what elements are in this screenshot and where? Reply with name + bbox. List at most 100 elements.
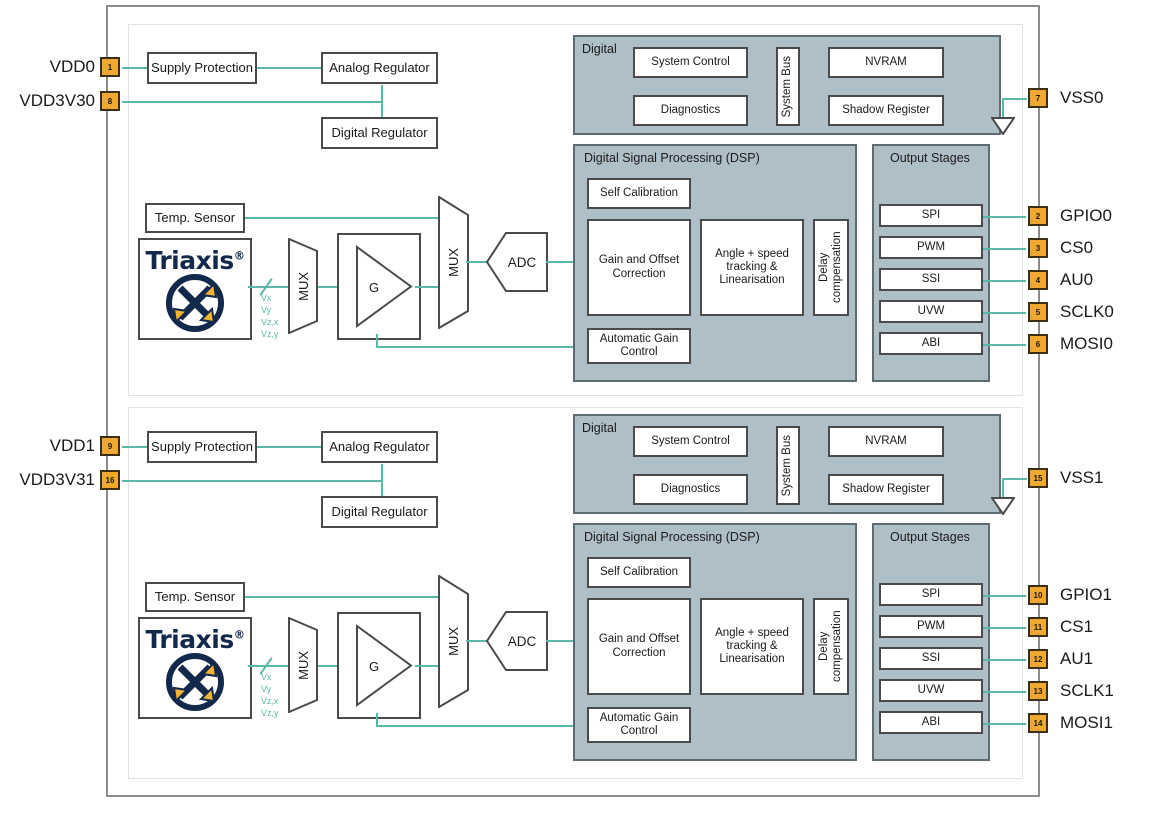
block-temp-sensor-0: Temp. Sensor	[145, 203, 245, 233]
wire-supplyprotection-analogreg-1	[257, 446, 321, 448]
block-uvw-1: UVW	[879, 679, 983, 702]
pin-label-vss1: VSS1	[1060, 468, 1104, 487]
pin-label-sclk1: SCLK1	[1060, 681, 1114, 700]
wire-amp-mux2-0	[415, 286, 442, 288]
wire-mux2-adc-1	[466, 640, 488, 642]
pin-label-au1: AU1	[1060, 649, 1094, 668]
wire-gnd-up-1	[1002, 479, 1004, 499]
group-digital-title-1: Digital	[582, 421, 617, 435]
wire-adc-dsp-1	[546, 640, 587, 642]
pin-4-au0[interactable]: 4	[1028, 270, 1048, 290]
axis-label-vy-1: Vy	[261, 684, 272, 694]
system-bus-label-0: System Bus	[781, 55, 794, 118]
pin-5-sclk0[interactable]: 5	[1028, 302, 1048, 322]
pin-10-gpio1[interactable]: 10	[1028, 585, 1048, 605]
wire-vdd1-supplyprotection	[122, 446, 147, 448]
wire-ssi-au1	[983, 659, 1026, 661]
wire-mux1-amp-1	[318, 665, 345, 667]
left-pin-rail	[106, 5, 108, 797]
pin-3-cs0[interactable]: 3	[1028, 238, 1048, 258]
block-analog-regulator-1: Analog Regulator	[321, 431, 438, 463]
wire-vdd0-supplyprotection	[122, 67, 147, 69]
pin-label-vss0: VSS0	[1060, 88, 1104, 107]
block-temp-sensor-1: Temp. Sensor	[145, 582, 245, 612]
group-dsp-title-0: Digital Signal Processing (DSP)	[584, 151, 760, 165]
axis-label-vzy-0: Vz,y	[261, 329, 279, 339]
block-spi-0: SPI	[879, 204, 983, 227]
mux-output-1: MUX	[438, 575, 469, 708]
right-pin-rail	[1038, 5, 1040, 797]
pin-1-vdd0[interactable]: 1	[100, 57, 120, 77]
pin-label-vdd3v30: VDD3V30	[19, 91, 95, 110]
axis-label-vx-1: Vx	[261, 672, 272, 682]
wire-triaxis-mux1-0	[248, 286, 291, 288]
wire-analogreg-digitalreg	[381, 85, 383, 119]
pin-2-gpio0[interactable]: 2	[1028, 206, 1048, 226]
pin-label-vdd0: VDD0	[49, 57, 95, 76]
block-angle-speed-tracking-1: Angle + speed tracking & Linearisation	[700, 598, 804, 695]
block-digital-regulator-1: Digital Regulator	[321, 496, 438, 528]
pin-13-sclk1[interactable]: 13	[1028, 681, 1048, 701]
pin-14-mosi1[interactable]: 14	[1028, 713, 1048, 733]
axis-label-vzx-1: Vz,x	[261, 696, 279, 706]
pin-label-gpio0: GPIO0	[1060, 206, 1112, 225]
amplifier-block-1: G	[337, 612, 421, 719]
pin-label-cs1: CS1	[1060, 617, 1094, 636]
pin-11-cs1[interactable]: 11	[1028, 617, 1048, 637]
block-abi-1: ABI	[879, 711, 983, 734]
block-nvram-1: NVRAM	[828, 426, 944, 457]
block-diagnostics-0: Diagnostics	[633, 95, 748, 126]
block-nvram-0: NVRAM	[828, 47, 944, 78]
pin-6-mosi0[interactable]: 6	[1028, 334, 1048, 354]
pin-9-vdd1[interactable]: 9	[100, 436, 120, 456]
wire-gnd-up-0	[1002, 99, 1004, 119]
amplifier-triangle-icon-1	[356, 624, 413, 707]
wire-gnd-to-vss-1	[1002, 478, 1027, 480]
axis-label-vy-0: Vy	[261, 305, 272, 315]
pin-7-vss0[interactable]: 7	[1028, 88, 1048, 108]
pin-15-vss1[interactable]: 15	[1028, 468, 1048, 488]
wire-amp-agc-down-1	[376, 713, 378, 727]
mux-input-label-1: MUX	[295, 650, 311, 680]
triaxis-wordmark-0: Triaxis®	[145, 246, 245, 275]
delay-compensation-label-1: Delay compensation	[817, 610, 843, 683]
block-system-bus-0: System Bus	[776, 47, 800, 126]
pin-label-au0: AU0	[1060, 270, 1094, 289]
wire-amp-agc-down-0	[376, 334, 378, 348]
block-system-control-1: System Control	[633, 426, 748, 457]
group-output-stages-title-0: Output Stages	[890, 151, 970, 165]
block-ssi-0: SSI	[879, 268, 983, 291]
wire-gnd-to-vss-0	[1002, 98, 1027, 100]
block-analog-regulator-0: Analog Regulator	[321, 52, 438, 84]
pin-8-vdd3v30[interactable]: 8	[100, 91, 120, 111]
wire-adc-dsp-0	[546, 261, 587, 263]
pin-label-gpio1: GPIO1	[1060, 585, 1112, 604]
ground-symbol-1	[990, 497, 1016, 516]
wire-pwm-cs1	[983, 627, 1026, 629]
wire-supplyprotection-analogreg	[257, 67, 321, 69]
amplifier-gain-label-0: G	[369, 280, 380, 295]
block-digital-regulator-0: Digital Regulator	[321, 117, 438, 149]
ground-symbol-0	[990, 117, 1016, 136]
adc-block-1: ADC	[486, 611, 548, 671]
block-self-calibration-1: Self Calibration	[587, 557, 691, 588]
wire-agc-feedback-1	[376, 725, 587, 727]
amplifier-block-0: G	[337, 233, 421, 340]
axis-label-vzy-1: Vz,y	[261, 708, 279, 718]
wire-uvw-sclk0	[983, 312, 1026, 314]
triaxis-wordmark-1: Triaxis®	[145, 625, 245, 654]
pin-16-vdd3v31[interactable]: 16	[100, 470, 120, 490]
block-system-control-0: System Control	[633, 47, 748, 78]
mux-input-1: MUX	[288, 617, 318, 713]
pin-label-mosi0: MOSI0	[1060, 334, 1113, 353]
wire-uvw-sclk1	[983, 691, 1026, 693]
channel-0-boundary	[128, 24, 1023, 396]
pin-label-sclk0: SCLK0	[1060, 302, 1114, 321]
pin-12-au1[interactable]: 12	[1028, 649, 1048, 669]
wire-triaxis-mux1-1	[248, 665, 291, 667]
channel-1-boundary	[128, 407, 1023, 779]
triaxis-arrows-icon-0	[166, 274, 224, 332]
wire-tempsensor-mux2-1	[245, 596, 440, 598]
mux-output-label-0: MUX	[446, 248, 461, 277]
wire-abi-mosi0	[983, 344, 1026, 346]
